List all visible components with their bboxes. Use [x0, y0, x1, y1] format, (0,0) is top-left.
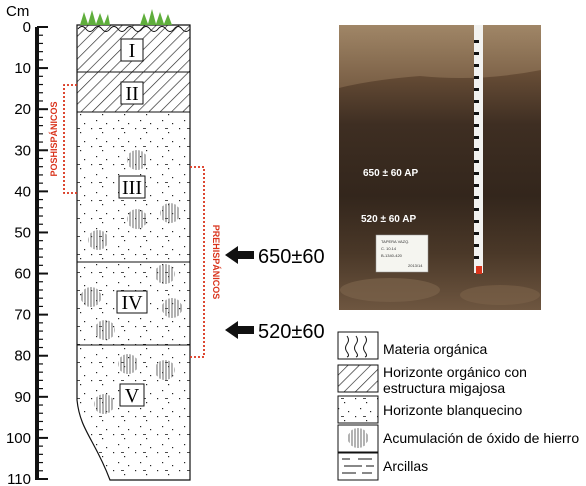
- poshispanicos-bracket: POSHISPÁNICOS: [49, 84, 77, 194]
- date-arrow-650: 650±60: [225, 246, 325, 268]
- legend-crumb-line1: Horizonte orgánico con: [383, 364, 527, 380]
- svg-text:PREHISPÁNICOS: PREHISPÁNICOS: [211, 225, 221, 300]
- horizon-label-iv: IV: [116, 290, 148, 314]
- svg-text:B-1340-420: B-1340-420: [381, 253, 403, 258]
- column-outline: [76, 24, 191, 481]
- grass-icon: [80, 9, 172, 25]
- legend-item-ironoxide: Acumulación de óxido de hierro: [337, 424, 579, 453]
- iron-oxide-mottles: [81, 150, 182, 414]
- legend-item-clay: Arcillas: [337, 452, 428, 481]
- svg-text:Horizonte blanquecino: Horizonte blanquecino: [383, 402, 523, 418]
- scale-tick-label: 50: [14, 224, 31, 241]
- scale-tick-label: 60: [14, 266, 31, 283]
- svg-text:Acumulación de óxido de hierro: Acumulación de óxido de hierro: [383, 430, 579, 446]
- svg-text:III: III: [122, 177, 142, 199]
- horizon-label-v: V: [119, 383, 145, 407]
- measuring-staff: [474, 25, 483, 274]
- svg-text:TAPERA VAZQ.: TAPERA VAZQ.: [381, 239, 409, 244]
- horizon-label-ii: II: [120, 81, 144, 105]
- legend-item-organic: Materia orgánica: [337, 331, 487, 360]
- svg-text:520 ± 60 AP: 520 ± 60 AP: [361, 214, 416, 225]
- svg-text:2013/14: 2013/14: [408, 263, 423, 268]
- legend-item-crumb: Horizonte orgánico con estructura migajo…: [337, 364, 527, 396]
- scale-tick-label: 100: [6, 430, 31, 447]
- scale-ticks: 0 10 20 30 40 50 60 70 80 90 100 110: [6, 19, 48, 486]
- svg-text:V: V: [125, 385, 140, 407]
- svg-text:650 ± 60 AP: 650 ± 60 AP: [363, 168, 418, 179]
- svg-text:I: I: [129, 40, 136, 62]
- scale-unit-label: Cm: [6, 3, 29, 20]
- scale-tick-label: 70: [14, 307, 31, 324]
- soil-photograph: 650 ± 60 AP 520 ± 60 AP TAPERA VAZQ. C. …: [339, 25, 541, 310]
- scale-tick-label: 10: [14, 60, 31, 77]
- soil-column: I II III IV V: [76, 9, 191, 481]
- svg-text:Materia orgánica: Materia orgánica: [383, 341, 487, 357]
- svg-text:C. 10.14: C. 10.14: [381, 246, 397, 251]
- horizon-label-iii: III: [118, 175, 146, 199]
- svg-text:650±60: 650±60: [258, 246, 325, 268]
- scale-tick-label: 110: [7, 471, 31, 486]
- legend-item-whitish: Horizonte blanquecino: [337, 395, 523, 424]
- legend: Materia orgánica Horizonte orgánico con …: [337, 331, 579, 481]
- scale-tick-label: 30: [14, 142, 31, 159]
- svg-text:IV: IV: [121, 292, 143, 314]
- scale-tick-label: 20: [14, 101, 31, 118]
- svg-text:Arcillas: Arcillas: [383, 458, 428, 474]
- scale-tick-label: 80: [14, 348, 31, 365]
- svg-text:II: II: [125, 83, 138, 105]
- organic-surface-line: [77, 26, 191, 32]
- sample-label-card: TAPERA VAZQ. C. 10.14 B-1340-420 2013/14: [375, 234, 429, 273]
- scale-tick-label: 40: [14, 183, 31, 200]
- prehispanicos-bracket: PREHISPÁNICOS: [190, 166, 221, 358]
- svg-text:POSHISPÁNICOS: POSHISPÁNICOS: [49, 101, 59, 176]
- legend-crumb-line2: estructura migajosa: [383, 380, 505, 396]
- horizon-label-i: I: [120, 38, 144, 62]
- scale-tick-label: 90: [14, 389, 31, 406]
- depth-scale: 0 10 20 30 40 50 60 70 80 90 100 110 Cm: [6, 3, 48, 486]
- scale-tick-label: 0: [23, 19, 31, 36]
- date-arrow-520: 520±60: [225, 321, 325, 343]
- svg-text:520±60: 520±60: [258, 321, 325, 343]
